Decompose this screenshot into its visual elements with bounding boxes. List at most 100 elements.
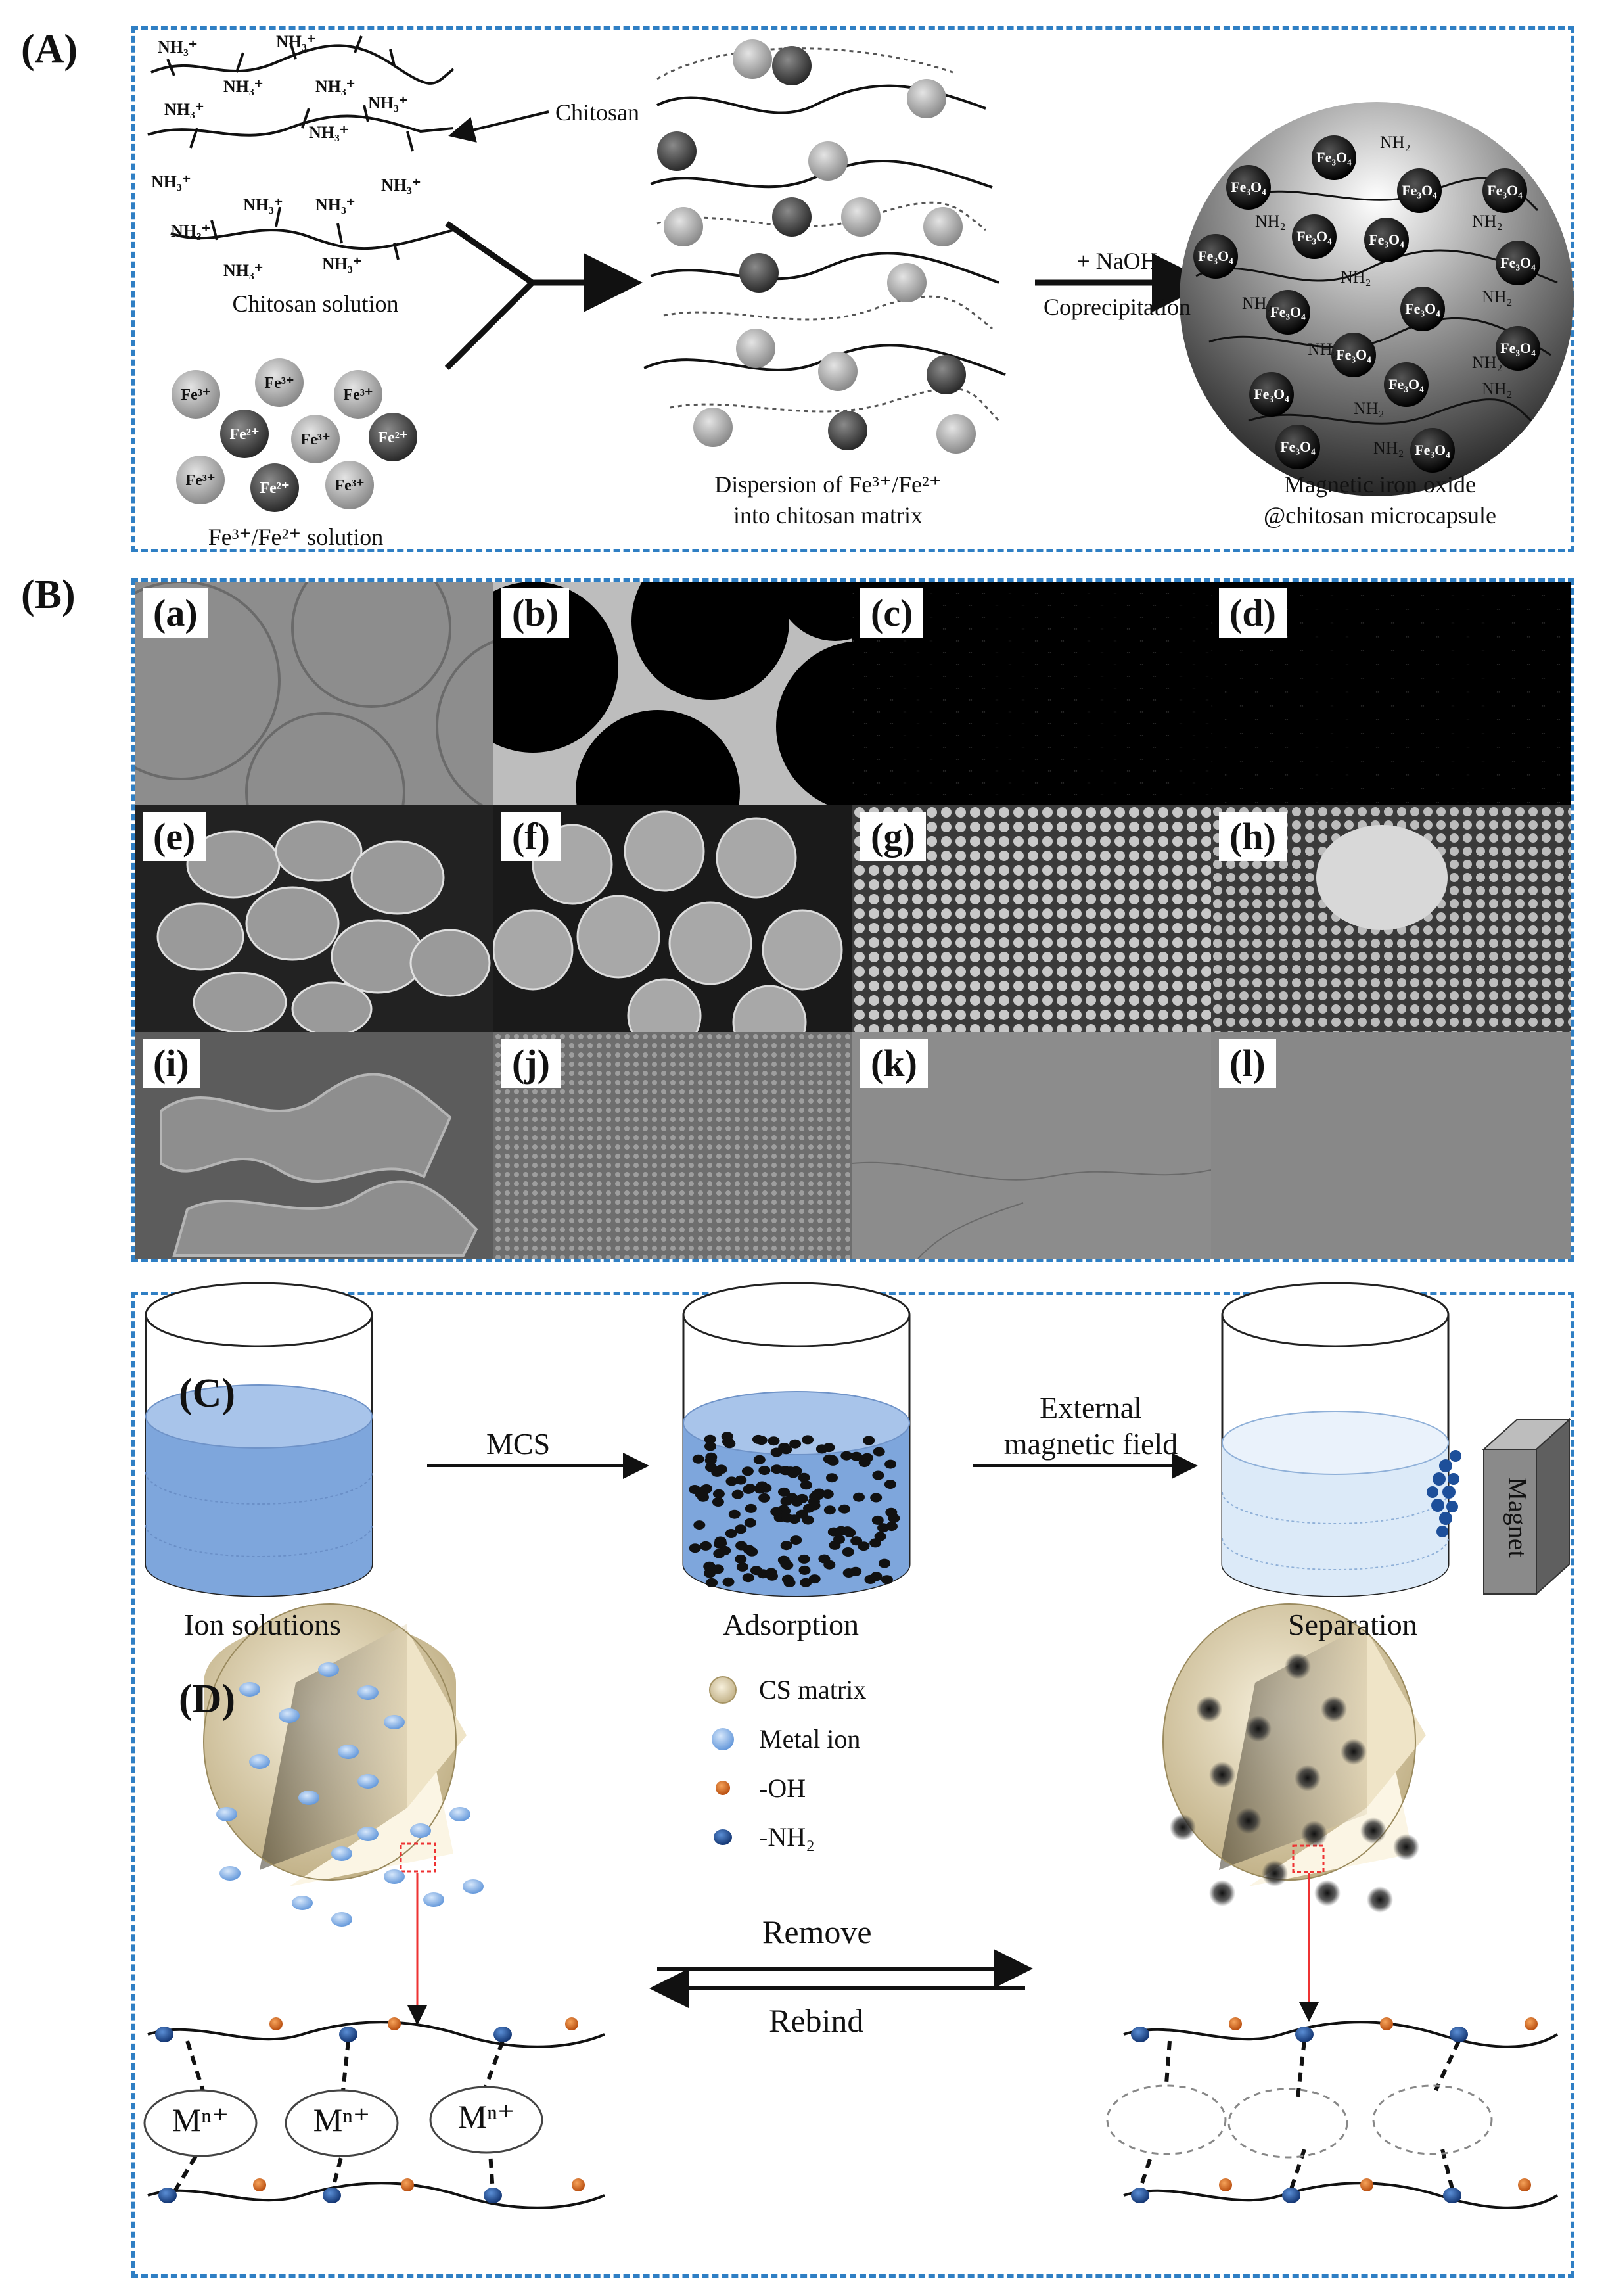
svg-text:Fe³⁺: Fe³⁺ <box>185 472 215 489</box>
svg-text:Fe²⁺: Fe²⁺ <box>260 480 289 497</box>
svg-text:Fe₃O₄: Fe₃O₄ <box>1402 182 1437 199</box>
magnet-label: Magnet <box>1503 1477 1533 1558</box>
fe-solution-caption: Fe³⁺/Fe²⁺ solution <box>208 524 384 550</box>
separation-label: Separation <box>1288 1608 1417 1641</box>
svg-text:NH₂: NH₂ <box>1373 438 1404 457</box>
legend-nh2: -NH₂ <box>759 1822 815 1852</box>
svg-text:NH₂: NH₂ <box>1472 212 1503 231</box>
dispersion-ions <box>657 39 976 454</box>
svg-text:NH₃⁺: NH₃⁺ <box>158 37 198 57</box>
sem-image-f: (f) <box>493 805 852 1032</box>
svg-text:NH₃⁺: NH₃⁺ <box>276 32 316 51</box>
naoh-label: + NaOH <box>1076 248 1158 274</box>
svg-text:Fe²⁺: Fe²⁺ <box>229 426 259 443</box>
svg-text:NH₂: NH₂ <box>1341 268 1371 287</box>
legend-cs-matrix: CS matrix <box>759 1675 867 1704</box>
sem-label-g: (g) <box>860 812 926 861</box>
sem-label-c: (c) <box>860 588 924 638</box>
svg-text:Fe₃O₄: Fe₃O₄ <box>1280 438 1316 455</box>
sem-label-b: (b) <box>501 588 569 638</box>
chitosan-label: Chitosan <box>555 99 640 126</box>
sem-label-j: (j) <box>501 1039 561 1088</box>
sem-label-h: (h) <box>1219 812 1287 861</box>
sem-label-i: (i) <box>143 1039 200 1088</box>
sem-image-h: (h) <box>1211 805 1571 1032</box>
sem-label-f: (f) <box>501 812 561 861</box>
sem-label-a: (a) <box>143 588 208 638</box>
svg-text:Fe³⁺: Fe³⁺ <box>343 387 373 404</box>
rebind-label: Rebind <box>769 2002 864 2039</box>
sem-label-d: (d) <box>1219 588 1287 638</box>
legend-oh: -OH <box>759 1773 806 1803</box>
ion-solutions-label: Ion solutions <box>184 1608 341 1641</box>
svg-text:NH₃⁺: NH₃⁺ <box>368 93 408 112</box>
svg-text:NH₃⁺: NH₃⁺ <box>171 222 211 241</box>
svg-text:Fe₃O₄: Fe₃O₄ <box>1296 228 1332 245</box>
svg-text:Fe₃O₄: Fe₃O₄ <box>1316 149 1352 166</box>
svg-text:NH₃⁺: NH₃⁺ <box>381 176 421 195</box>
svg-text:Fe₃O₄: Fe₃O₄ <box>1369 231 1404 248</box>
sem-image-b: (b) <box>493 582 852 805</box>
chitosan-chains <box>147 35 455 260</box>
sem-label-e: (e) <box>143 812 206 861</box>
svg-text:NH₃⁺: NH₃⁺ <box>151 172 191 191</box>
svg-text:NH₃⁺: NH₃⁺ <box>322 254 362 273</box>
adsorption-label: Adsorption <box>723 1608 859 1641</box>
sem-image-d: (d) <box>1211 582 1571 805</box>
sem-image-e: (e) <box>135 805 493 1032</box>
svg-text:NH₃⁺: NH₃⁺ <box>223 261 264 280</box>
svg-text:Fe³⁺: Fe³⁺ <box>181 387 210 404</box>
external-field-label-2: magnetic field <box>1003 1427 1178 1461</box>
metal-ion-1: Mⁿ⁺ <box>172 2101 229 2138</box>
sem-image-g: (g) <box>852 805 1211 1032</box>
svg-text:NH₃⁺: NH₃⁺ <box>315 77 356 96</box>
sem-image-j: (j) <box>493 1032 852 1259</box>
dispersion-caption-1: Dispersion of Fe³⁺/Fe²⁺ <box>714 471 942 498</box>
panel-b-box <box>131 578 1574 1262</box>
svg-text:Fe₃O₄: Fe₃O₄ <box>1254 386 1289 402</box>
product-caption-1: Magnetic iron oxide <box>1284 471 1476 498</box>
svg-text:Fe₃O₄: Fe₃O₄ <box>1405 300 1440 317</box>
svg-text:Fe³⁺: Fe³⁺ <box>334 477 364 494</box>
svg-text:NH₂: NH₂ <box>1242 294 1273 313</box>
svg-text:Fe³⁺: Fe³⁺ <box>264 375 294 392</box>
remove-label: Remove <box>762 1913 872 1950</box>
fe3o4-particles <box>1193 135 1540 473</box>
svg-text:NH₃⁺: NH₃⁺ <box>223 77 264 96</box>
svg-text:NH₃⁺: NH₃⁺ <box>309 123 349 142</box>
svg-text:NH₃⁺: NH₃⁺ <box>315 195 356 214</box>
svg-text:Fe₃O₄: Fe₃O₄ <box>1487 182 1523 199</box>
sem-image-i: (i) <box>135 1032 493 1259</box>
sem-image-l: (l) <box>1211 1032 1571 1259</box>
svg-text:Fe³⁺: Fe³⁺ <box>300 431 330 448</box>
svg-text:Fe₃O₄: Fe₃O₄ <box>1231 179 1266 195</box>
legend-metal-ion: Metal ion <box>759 1724 861 1754</box>
sem-label-k: (k) <box>860 1039 928 1088</box>
coprecipitation-label: Coprecipitation <box>1044 294 1191 320</box>
panel-c-label: (C) <box>179 1371 236 1416</box>
panel-b-label: (B) <box>21 573 76 617</box>
svg-text:Fe₃O₄: Fe₃O₄ <box>1270 304 1306 320</box>
panel-a-label: (A) <box>21 27 78 72</box>
svg-text:NH₂: NH₂ <box>1472 353 1503 372</box>
svg-text:Fe₃O₄: Fe₃O₄ <box>1336 346 1371 363</box>
metal-ion-3: Mⁿ⁺ <box>457 2098 515 2135</box>
svg-text:NH₂: NH₂ <box>1380 133 1411 152</box>
sem-label-l: (l) <box>1219 1039 1276 1088</box>
sem-image-k: (k) <box>852 1032 1211 1259</box>
svg-text:Fe₃O₄: Fe₃O₄ <box>1500 254 1536 271</box>
svg-text:NH₂: NH₂ <box>1482 379 1513 398</box>
mcs-label: MCS <box>486 1427 551 1461</box>
product-caption-2: @chitosan microcapsule <box>1263 502 1497 528</box>
fe-ion-solution <box>172 358 417 512</box>
dispersion-caption-2: into chitosan matrix <box>733 502 923 528</box>
svg-text:NH₃⁺: NH₃⁺ <box>243 195 283 214</box>
sem-image-a: (a) <box>135 582 493 805</box>
svg-text:NH₃⁺: NH₃⁺ <box>164 100 204 119</box>
chitosan-solution-caption: Chitosan solution <box>232 291 399 317</box>
svg-text:NH₂: NH₂ <box>1308 340 1339 359</box>
external-field-label-1: External <box>1040 1391 1142 1424</box>
svg-text:Fe₃O₄: Fe₃O₄ <box>1500 340 1536 356</box>
svg-text:NH₂: NH₂ <box>1255 212 1286 231</box>
panel-d-label: (D) <box>179 1677 236 1722</box>
